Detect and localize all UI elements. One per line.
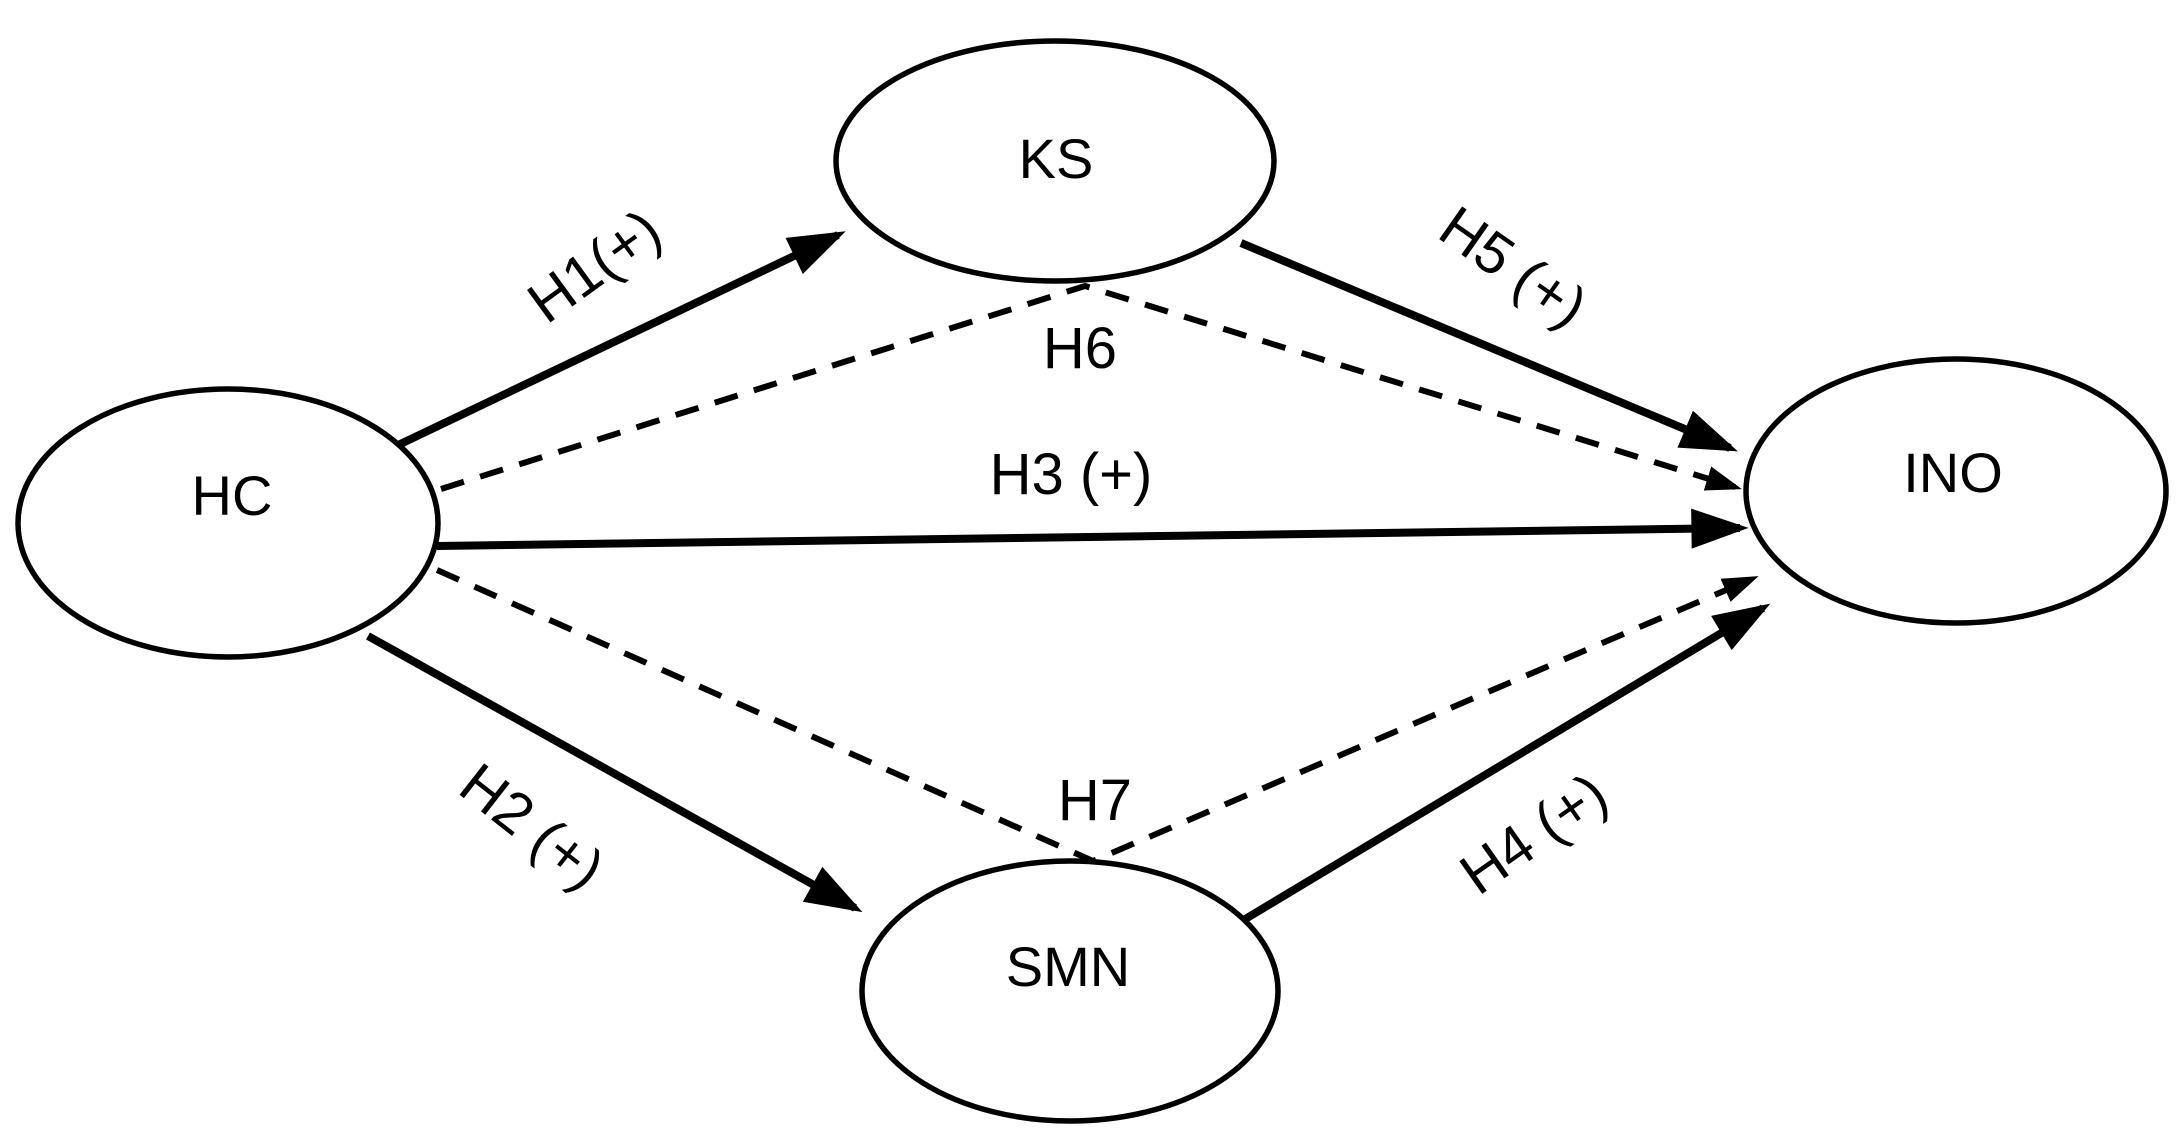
edge-h5-label: H5 (+)	[1428, 194, 1599, 341]
hc-ellipse	[15, 386, 441, 660]
node-smn: SMN	[859, 858, 1281, 1124]
ks-ellipse	[833, 38, 1277, 284]
edge-h5-line	[1239, 239, 1738, 452]
edge-h1: H1(+)	[390, 197, 846, 452]
hc-label: HC	[192, 464, 273, 527]
edge-h6-label: H6	[1043, 316, 1117, 381]
edge-h1-line	[390, 231, 846, 452]
ks-label: KS	[1019, 127, 1094, 190]
edge-h2-line	[366, 632, 863, 913]
node-hc: HC	[15, 386, 441, 660]
smn-label: SMN	[1006, 935, 1130, 998]
edge-h3: H3 (+)	[436, 442, 1749, 550]
edge-h3-label: H3 (+)	[990, 442, 1153, 507]
edge-h2: H2 (+)	[366, 632, 863, 913]
ino-label: INO	[1903, 441, 2003, 504]
edge-h4-line	[1234, 603, 1771, 928]
node-ino: INO	[1743, 356, 2169, 626]
edge-h6: H6	[440, 282, 1742, 492]
edge-h6-line	[440, 282, 1742, 492]
edge-h5: H5 (+)	[1239, 194, 1738, 452]
ino-ellipse	[1743, 356, 2169, 626]
edge-h2-label: H2 (+)	[448, 751, 616, 902]
edge-h1-label: H1(+)	[516, 197, 673, 336]
smn-ellipse	[859, 858, 1281, 1124]
edge-h7-label: H7	[1058, 768, 1132, 833]
edge-h3-line	[436, 508, 1749, 550]
node-ks: KS	[833, 38, 1277, 284]
